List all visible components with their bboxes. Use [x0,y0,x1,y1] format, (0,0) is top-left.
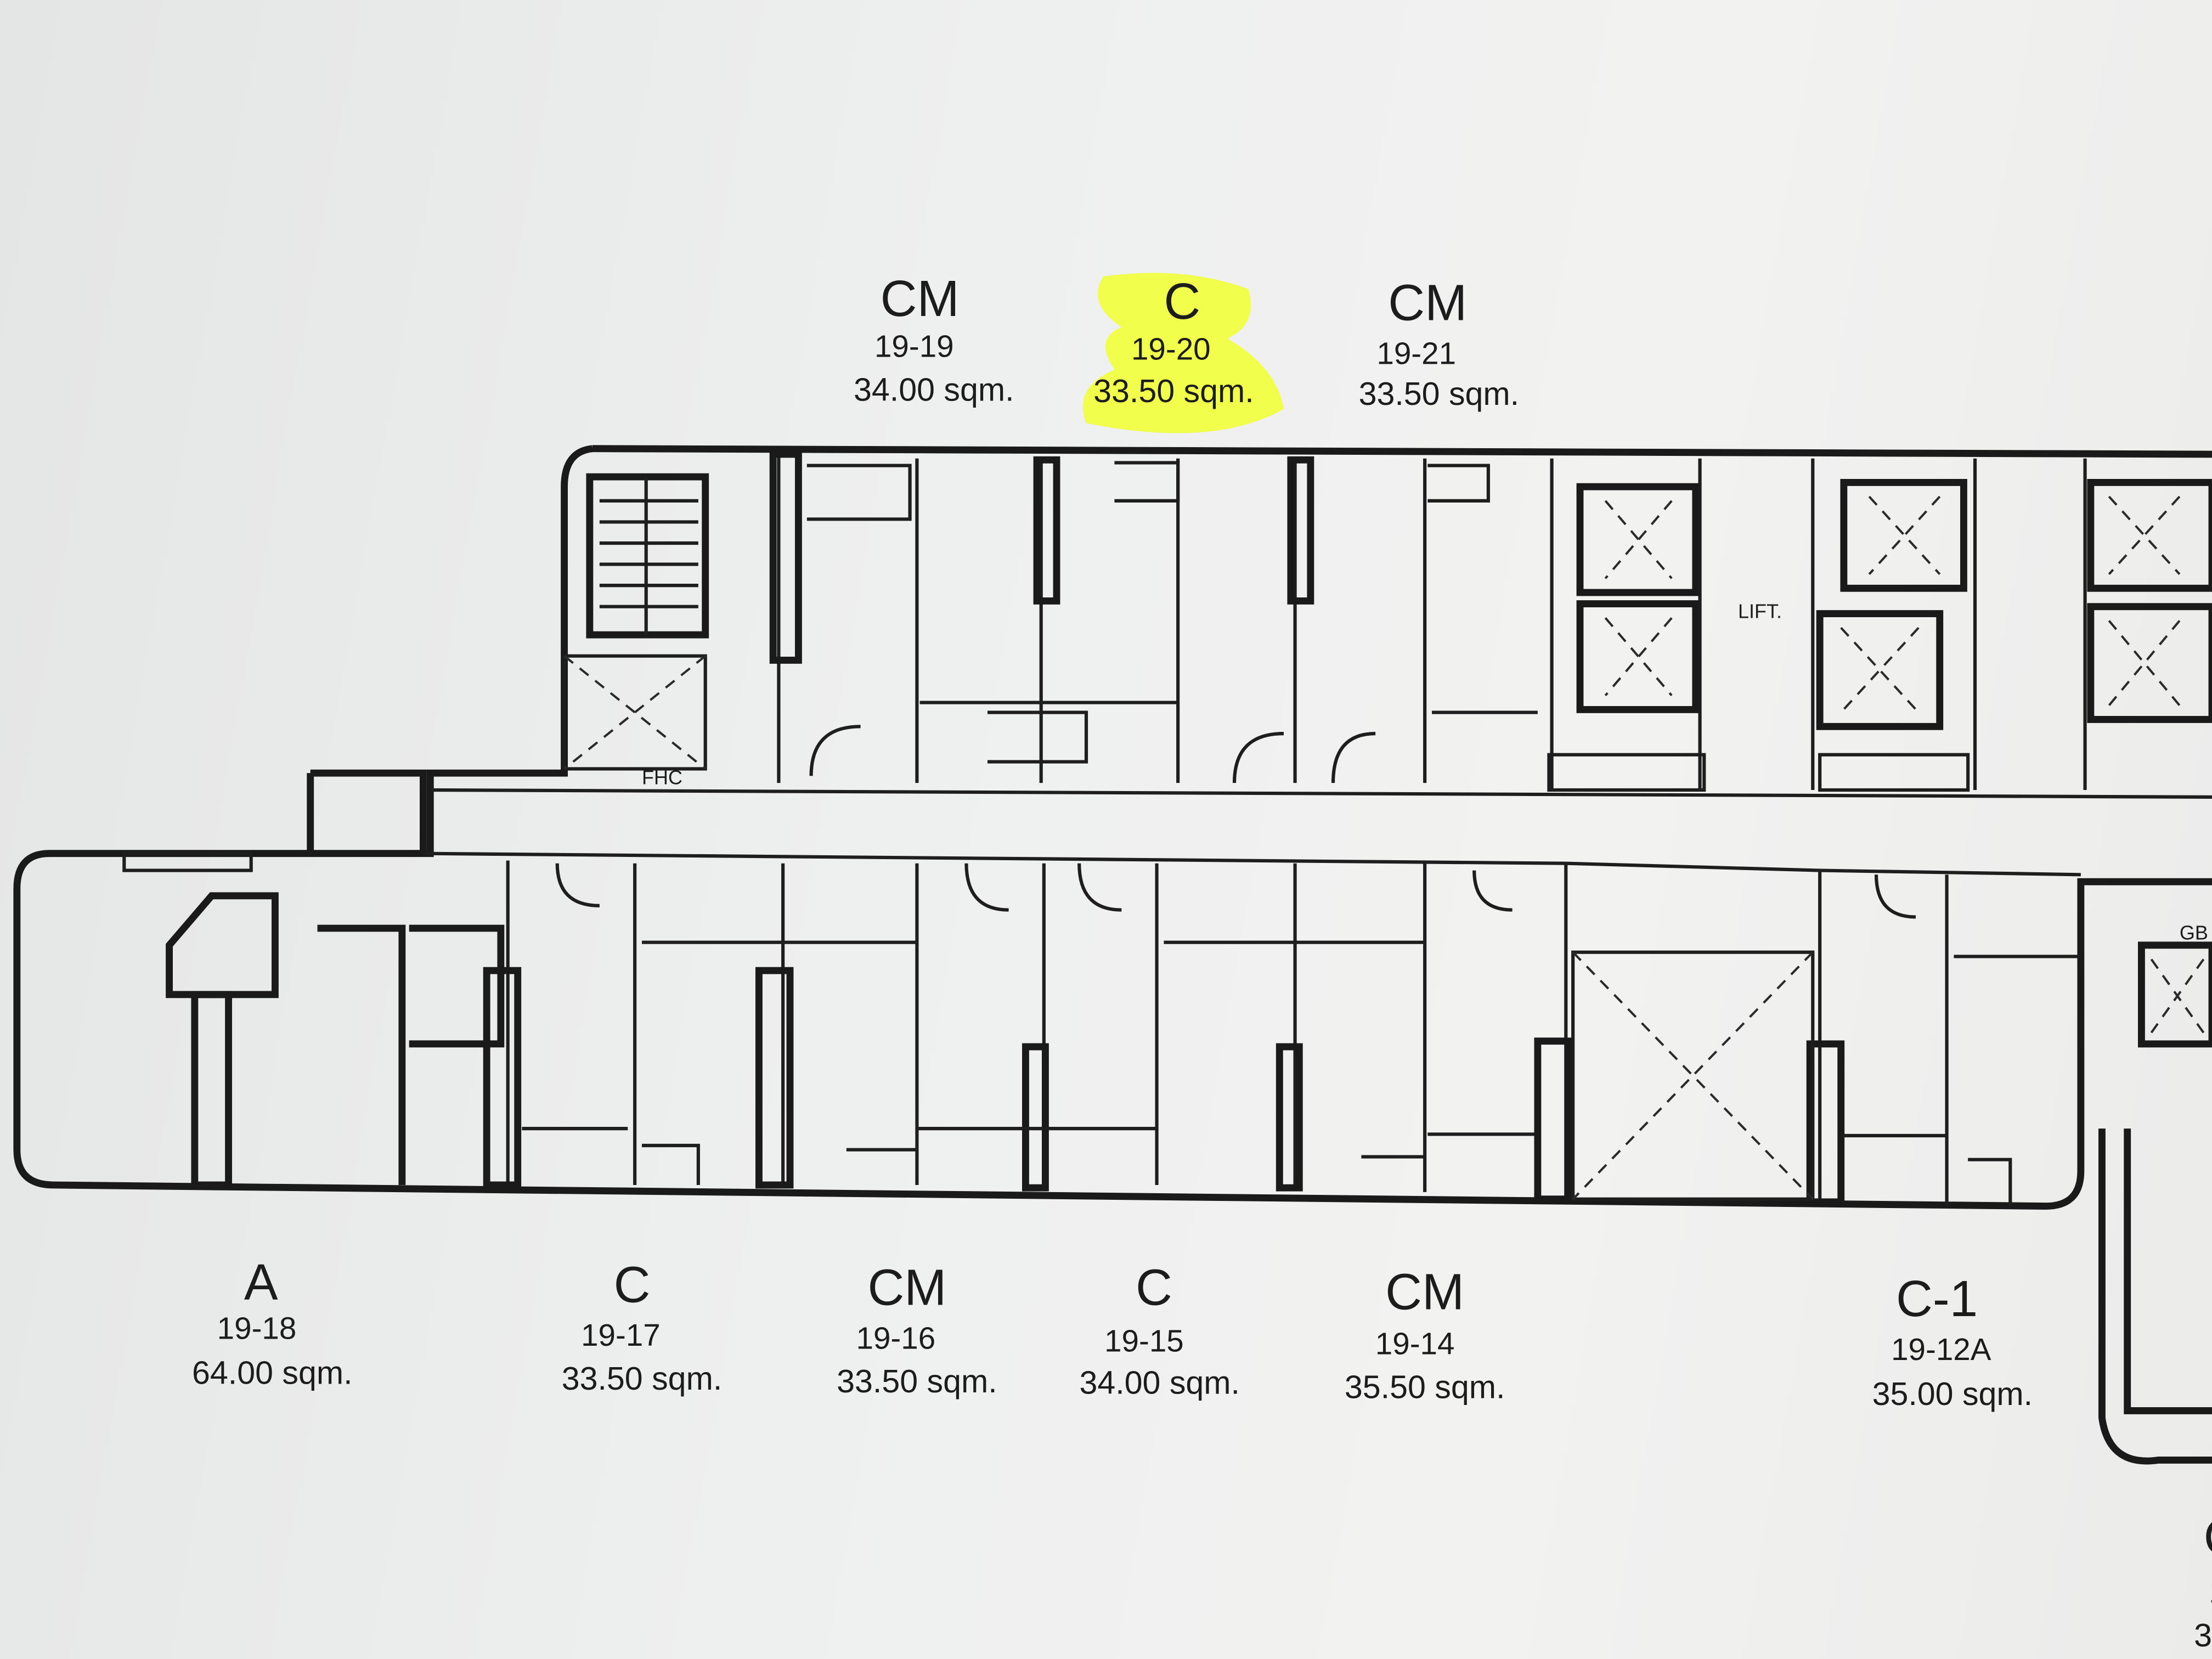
unit-area: 33.50 sqm. [1093,373,1254,409]
room-labels: LIFT. FHC GB [642,600,2208,944]
unit-type: CM [1388,274,1467,331]
unit-type: C [614,1256,651,1313]
unit-code: 1 [2209,1575,2212,1609]
unit-area: 33.50 sqm. [837,1363,997,1400]
unit-code: 19-16 [856,1321,936,1355]
gb-label: GB [2180,922,2208,944]
unit-code: 19-20 [1131,332,1211,366]
unit-code: 19-14 [1375,1327,1455,1361]
unit-area: 34 [2194,1617,2212,1654]
unit-code: 19-17 [581,1318,661,1352]
highlighter-mark [1082,273,1284,433]
unit-type: CM [881,270,960,327]
unit-type: C [1164,273,1200,330]
unit-area: 33.50 sqm. [1359,375,1520,412]
lift-label: LIFT. [1738,600,1782,622]
unit-area: 35.00 sqm. [1872,1375,2033,1412]
unit-area: 64.00 sqm. [192,1355,353,1391]
unit-type: CM [1385,1263,1464,1320]
unit-label-19-18: A 19-18 64.00 sqm. [192,1253,353,1391]
unit-area: 34.00 sqm. [854,371,1014,408]
unit-label-19-20: C 19-20 33.50 sqm. [1093,273,1254,409]
unit-label-19-17: C 19-17 33.50 sqm. [562,1256,723,1396]
lift-cars [1547,479,2212,792]
unit-type: A [244,1253,278,1310]
unit-label-19-12a: C-1 19-12A 35.00 sqm. [1872,1270,2033,1412]
fhc-label: FHC [642,766,682,789]
unit-area: 33.50 sqm. [562,1360,723,1397]
unit-label-19-14: CM 19-14 35.50 sqm. [1345,1263,1505,1405]
unit-area: 34.00 sqm. [1079,1364,1240,1401]
unit-type: CM [867,1259,946,1316]
unit-area: 35.50 sqm. [1345,1368,1505,1405]
unit-code: 19-18 [217,1311,297,1345]
unit-type: C [2204,1509,2212,1566]
unit-label-19-15: C 19-15 34.00 sqm. [1079,1259,1240,1401]
unit-code: 19-21 [1376,336,1456,370]
unit-code: 19-19 [874,329,954,364]
unit-type: C [1136,1259,1172,1316]
unit-code: 19-15 [1104,1323,1184,1358]
unit-type: C-1 [1896,1270,1978,1327]
unit-label-19-16: CM 19-16 33.50 sqm. [837,1259,997,1400]
unit-code: 19-12A [1891,1332,1991,1367]
building-walls [13,445,2212,1465]
unit-label-19-21: CM 19-21 33.50 sqm. [1359,274,1520,412]
unit-label-partial: C 1 34 [2194,1509,2212,1654]
unit-label-19-19: CM 19-19 34.00 sqm. [854,270,1014,408]
